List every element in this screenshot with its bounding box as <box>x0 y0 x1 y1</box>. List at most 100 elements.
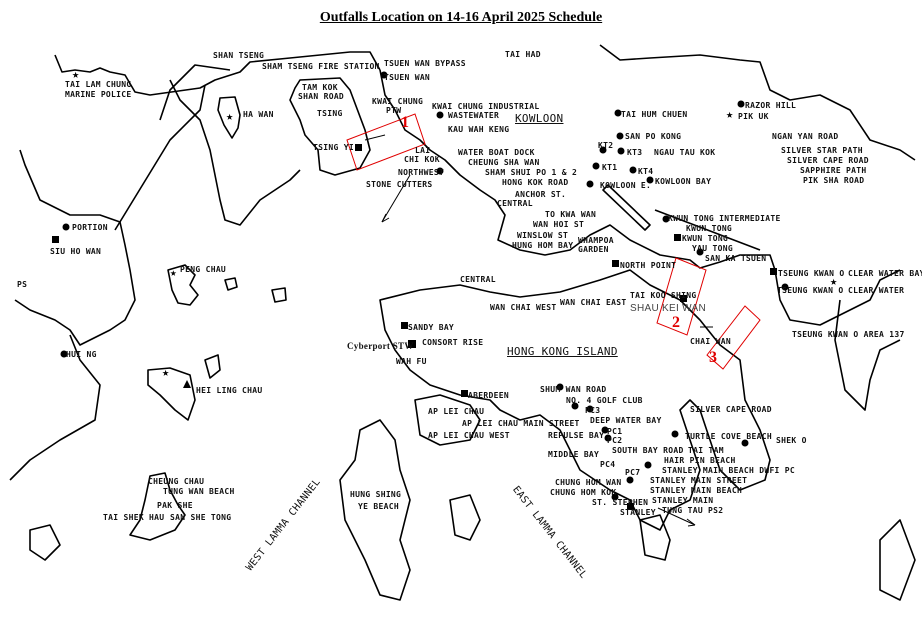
location-label: AP LEI CHAU MAIN STREET <box>462 419 580 428</box>
location-label: ANCHOR ST. <box>515 190 567 199</box>
location-label: SHAM TSENG FIRE STATION <box>262 62 380 71</box>
svg-text:★: ★ <box>830 274 837 288</box>
location-label: CHUNG HOM KOK <box>550 488 617 497</box>
location-label: WAN CHAI EAST <box>560 298 627 307</box>
location-label: KOWLOON BAY <box>655 177 712 186</box>
location-label: STANLEY <box>620 508 656 517</box>
area-3-box <box>706 305 761 370</box>
svg-text:★: ★ <box>226 109 233 123</box>
location-label: SHAN TSENG <box>213 51 265 60</box>
svg-text:★: ★ <box>726 107 733 121</box>
location-label: WINSLOW ST <box>517 231 569 240</box>
location-label: SHAN ROAD <box>298 92 345 101</box>
location-label: SANDY BAY <box>408 323 455 332</box>
location-label: PENG CHAU <box>180 265 227 274</box>
location-label: TAI SHEK HAU <box>103 513 165 522</box>
location-label: KWAI CHUNG INDUSTRIAL <box>432 102 540 111</box>
location-label: TAM KOK <box>302 83 338 92</box>
location-label: KAU WAH KENG <box>448 125 510 134</box>
svg-text:★: ★ <box>162 365 169 379</box>
location-label: WAH FU <box>396 357 427 366</box>
location-label: SILVER STAR PATH <box>781 146 863 155</box>
location-label: WAN CHAI WEST <box>490 303 557 312</box>
location-label: LAI <box>415 146 431 155</box>
location-label: TSEUNG KWAN O AREA 137 <box>792 330 905 339</box>
location-label: SOUTH BAY ROAD <box>612 446 684 455</box>
location-label: PIK SHA ROAD <box>803 176 865 185</box>
location-label: TO KWA WAN <box>545 210 597 219</box>
svg-text:★: ★ <box>72 67 79 81</box>
location-label: TUNG WAN BEACH <box>163 487 235 496</box>
area-2-box <box>656 257 707 336</box>
location-label: TSEUNG KWAN O <box>777 286 844 295</box>
location-label: TAI TAM <box>688 446 724 455</box>
location-label: WHAMPOA <box>578 236 614 245</box>
location-label: TAI HAD <box>505 50 541 59</box>
location-label: SILVER CAPE ROAD <box>690 405 772 414</box>
location-label: YE BEACH <box>358 502 399 511</box>
location-label: TSEUNG KWAN O <box>778 269 845 278</box>
location-label: HONG KOK ROAD <box>502 178 569 187</box>
area-2-number: 2 <box>672 314 680 331</box>
location-label: AP LEI CHAU WEST <box>428 431 510 440</box>
location-label: TURTLE COVE BEACH <box>685 432 772 441</box>
location-label: CHAI WAN <box>690 337 731 346</box>
location-label: WAN HOI ST <box>533 220 585 229</box>
location-label: HONG KONG ISLAND <box>507 345 618 358</box>
location-label: TSUEN WAN <box>384 73 431 82</box>
location-label: WASTEWATER <box>448 111 500 120</box>
location-label: HUI NG <box>66 350 97 359</box>
location-label: NGAN YAN ROAD <box>772 132 839 141</box>
area-1-number: 1 <box>401 114 409 131</box>
location-label: STONE CUTTERS <box>366 180 433 189</box>
outfall-arrows <box>364 134 696 527</box>
location-label: KT2 <box>598 141 614 150</box>
location-label: STANLEY MAIN <box>652 496 714 505</box>
location-label: RAZOR HILL <box>745 101 797 110</box>
location-label: PC1 <box>607 427 623 436</box>
location-label: TUNG TAU PS2 <box>662 506 724 515</box>
location-label: MARINE POLICE <box>65 90 132 99</box>
location-label: KWUN TONG INTERMEDIATE <box>668 214 781 223</box>
location-label: SHAM SHUI PO 1 & 2 <box>485 168 578 177</box>
location-label: STANLEY MAIN STREET <box>650 476 748 485</box>
location-label: PAK SHE <box>157 501 193 510</box>
location-label: ABERDEEN <box>468 391 509 400</box>
location-label: MIDDLE BAY <box>548 450 600 459</box>
location-label: PC7 <box>625 468 641 477</box>
location-label: SIU HO WAN <box>50 247 102 256</box>
location-label: SILVER CAPE ROAD <box>787 156 869 165</box>
location-label: TSING YI <box>313 143 354 152</box>
location-label: KT4 <box>638 167 654 176</box>
location-label: CHEUNG CHAU <box>148 477 205 486</box>
location-label: KOWLOON <box>515 112 564 125</box>
location-label: SHUM WAN ROAD <box>540 385 607 394</box>
highlight-boxes <box>346 113 761 370</box>
area-1-box <box>346 113 426 171</box>
outfall-markers: ★★ ★★ ★★ <box>52 67 837 510</box>
location-label: SAN KA TSUEN <box>705 254 767 263</box>
location-label: DEEP WATER BAY <box>590 416 662 425</box>
location-label: PTW <box>386 106 402 115</box>
location-label: CHI KOK <box>404 155 440 164</box>
location-label: TAI LAM CHUNG <box>65 80 132 89</box>
location-label: CHEUNG SHA WAN <box>468 158 540 167</box>
location-label: NGAU TAU KOK <box>654 148 716 157</box>
location-label: ST. STEPHEN <box>592 498 649 507</box>
location-label: WATER BOAT DOCK <box>458 148 535 157</box>
location-label: SAN SHE TONG <box>170 513 232 522</box>
location-label: KT1 <box>602 163 618 172</box>
location-label: NORTH POINT <box>620 261 677 270</box>
location-label: CONSORT RISE <box>422 338 484 347</box>
location-label: CHUNG HOM WAN <box>555 478 622 487</box>
location-label: STANLEY MAIN BEACH <box>650 486 743 495</box>
location-label: KT3 <box>627 148 643 157</box>
location-label: STANLEY MAIN BEACH DWFI PC <box>662 466 796 475</box>
location-label: PC3 <box>585 406 601 415</box>
location-label: PS <box>17 280 28 289</box>
location-label: TSUEN WAN BYPASS <box>384 59 466 68</box>
location-label: HUNG HOM BAY <box>512 241 574 250</box>
location-label: CENTRAL <box>460 275 496 284</box>
location-label: TAI HUM CHUEN <box>621 110 688 119</box>
location-label: PIK UK <box>738 112 769 121</box>
